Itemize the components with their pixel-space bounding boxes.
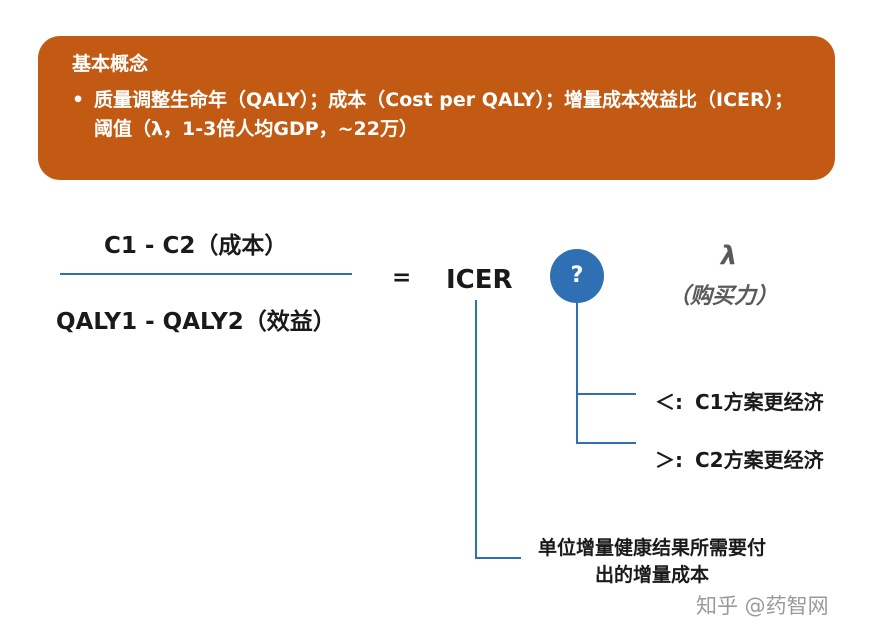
greater-than-operator: ＞: xyxy=(655,448,683,472)
equals-sign: = xyxy=(392,265,412,291)
less-than-text: C1方案更经济 xyxy=(695,390,824,414)
formula-denominator: QALY1 - QALY2（效益） xyxy=(56,309,336,335)
icer-connector-horizontal xyxy=(475,557,521,559)
fraction-line xyxy=(60,273,352,275)
concept-list-item: • 质量调整生命年（QALY）；成本（Cost per QALY）；增量成本效益… xyxy=(72,86,805,144)
less-than-outcome: ＜: C1方案更经济 xyxy=(655,386,824,415)
icer-label: ICER xyxy=(446,265,513,295)
greater-than-text: C2方案更经济 xyxy=(695,448,824,472)
watermark: 知乎 @药智网 xyxy=(696,594,829,618)
badge-connector-vertical xyxy=(576,303,578,444)
lambda-caption: （购买力） xyxy=(668,284,779,309)
question-mark-icon: ? xyxy=(550,249,604,303)
icer-connector-vertical xyxy=(475,300,477,559)
greater-than-connector xyxy=(576,442,636,444)
concept-item-text: 质量调整生命年（QALY）；成本（Cost per QALY）；增量成本效益比（… xyxy=(94,89,794,140)
concept-box: 基本概念 • 质量调整生命年（QALY）；成本（Cost per QALY）；增… xyxy=(38,36,835,180)
lambda-symbol: λ xyxy=(720,241,738,271)
icer-definition: 单位增量健康结果所需要付出的增量成本 xyxy=(537,537,766,586)
less-than-operator: ＜: xyxy=(655,390,683,414)
concept-title: 基本概念 xyxy=(72,53,149,75)
less-than-connector xyxy=(576,393,636,395)
bullet-icon: • xyxy=(72,89,85,111)
greater-than-outcome: ＞: C2方案更经济 xyxy=(655,444,824,473)
formula-numerator: C1 - C2（成本） xyxy=(104,233,288,259)
